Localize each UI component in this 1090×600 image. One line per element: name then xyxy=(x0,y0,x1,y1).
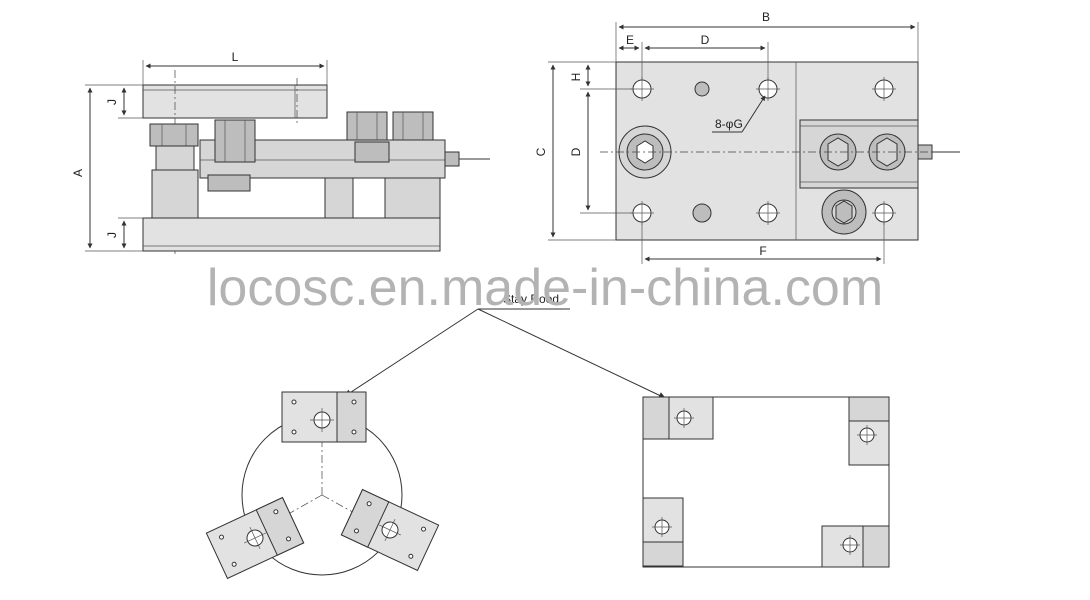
dim-D-side: D xyxy=(569,147,583,156)
module-top-right xyxy=(848,396,890,466)
module-bottom-right xyxy=(821,525,890,568)
module-bottom-left xyxy=(642,497,684,567)
cable-gland xyxy=(444,151,460,167)
hex-bolt-right xyxy=(392,111,434,141)
dim-J-top: J xyxy=(105,99,119,105)
center-bolt xyxy=(214,119,256,163)
module-top-left xyxy=(642,396,714,440)
top-view: 8-φG B E D C H D F xyxy=(534,10,960,264)
dim-A: A xyxy=(71,169,85,177)
module-top xyxy=(281,391,367,443)
dim-H: H xyxy=(569,73,583,82)
module-right xyxy=(340,488,440,572)
top-plate xyxy=(142,84,328,119)
top-nut xyxy=(149,123,199,147)
holes-callout: 8-φG xyxy=(715,117,743,131)
four-point-layout xyxy=(642,396,890,568)
dim-L: L xyxy=(232,50,239,64)
hex-bolt-left xyxy=(346,111,388,141)
dim-C: C xyxy=(534,147,548,156)
module-left xyxy=(205,496,305,580)
watermark-text: locosc.en.made-in-china.com xyxy=(206,259,884,317)
dim-B: B xyxy=(762,10,770,24)
dim-J-bottom: J xyxy=(105,232,119,238)
mounting-holes xyxy=(630,77,896,225)
stay-rod-callout: Stay Rood xyxy=(344,292,666,399)
three-point-layout xyxy=(205,391,440,580)
dim-D-top: D xyxy=(701,33,710,47)
dim-E: E xyxy=(626,33,634,47)
side-view: L A J J xyxy=(71,50,490,255)
stay-rod-label: Stay Rood xyxy=(503,292,559,306)
dim-F: F xyxy=(759,244,766,258)
support-pillar xyxy=(151,169,199,219)
bottom-plate xyxy=(142,217,441,252)
